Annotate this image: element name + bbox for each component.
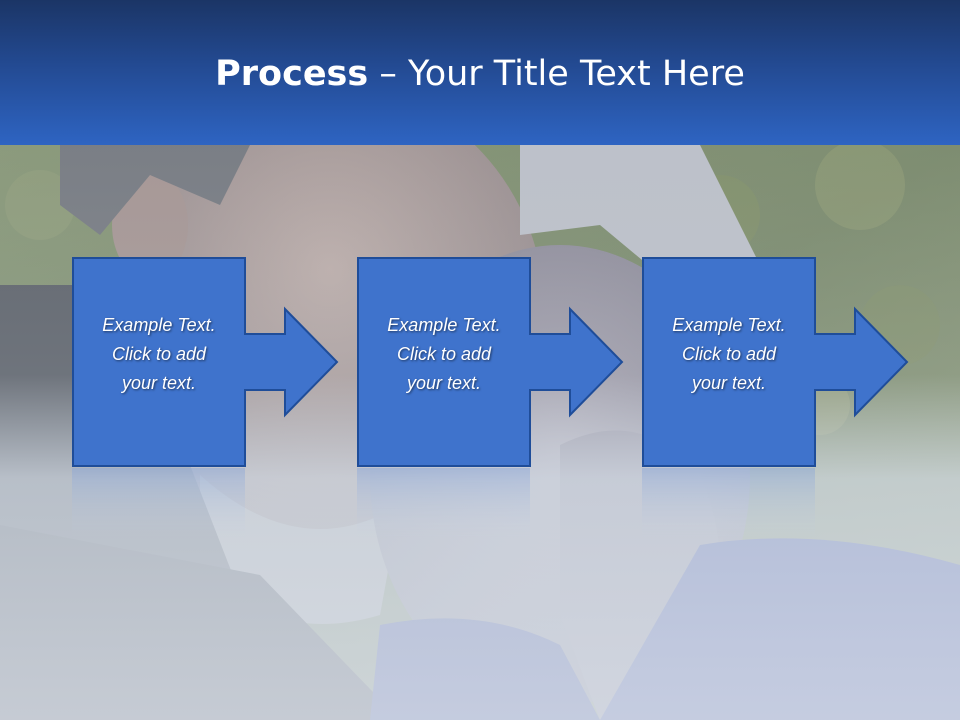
step-text[interactable]: Example Text. Click to add your text. xyxy=(672,315,786,393)
slide-title-rest: – Your Title Text Here xyxy=(368,54,745,94)
slide-title-bold: Process xyxy=(215,54,369,94)
process-step-2[interactable]: Example Text. Click to add your text. xyxy=(357,257,627,467)
step-reflections xyxy=(72,468,815,538)
step-arrow-shape xyxy=(72,257,339,467)
process-step-1[interactable]: Example Text. Click to add your text. xyxy=(72,257,342,467)
title-band: Process – Your Title Text Here xyxy=(0,0,960,145)
step-arrow-shape xyxy=(642,257,909,467)
process-step-3[interactable]: Example Text. Click to add your text. xyxy=(642,257,912,467)
step-text[interactable]: Example Text. Click to add your text. xyxy=(102,315,216,393)
step-arrow-shape xyxy=(357,257,624,467)
step-text[interactable]: Example Text. Click to add your text. xyxy=(387,315,501,393)
slide-title[interactable]: Process – Your Title Text Here xyxy=(0,52,960,96)
